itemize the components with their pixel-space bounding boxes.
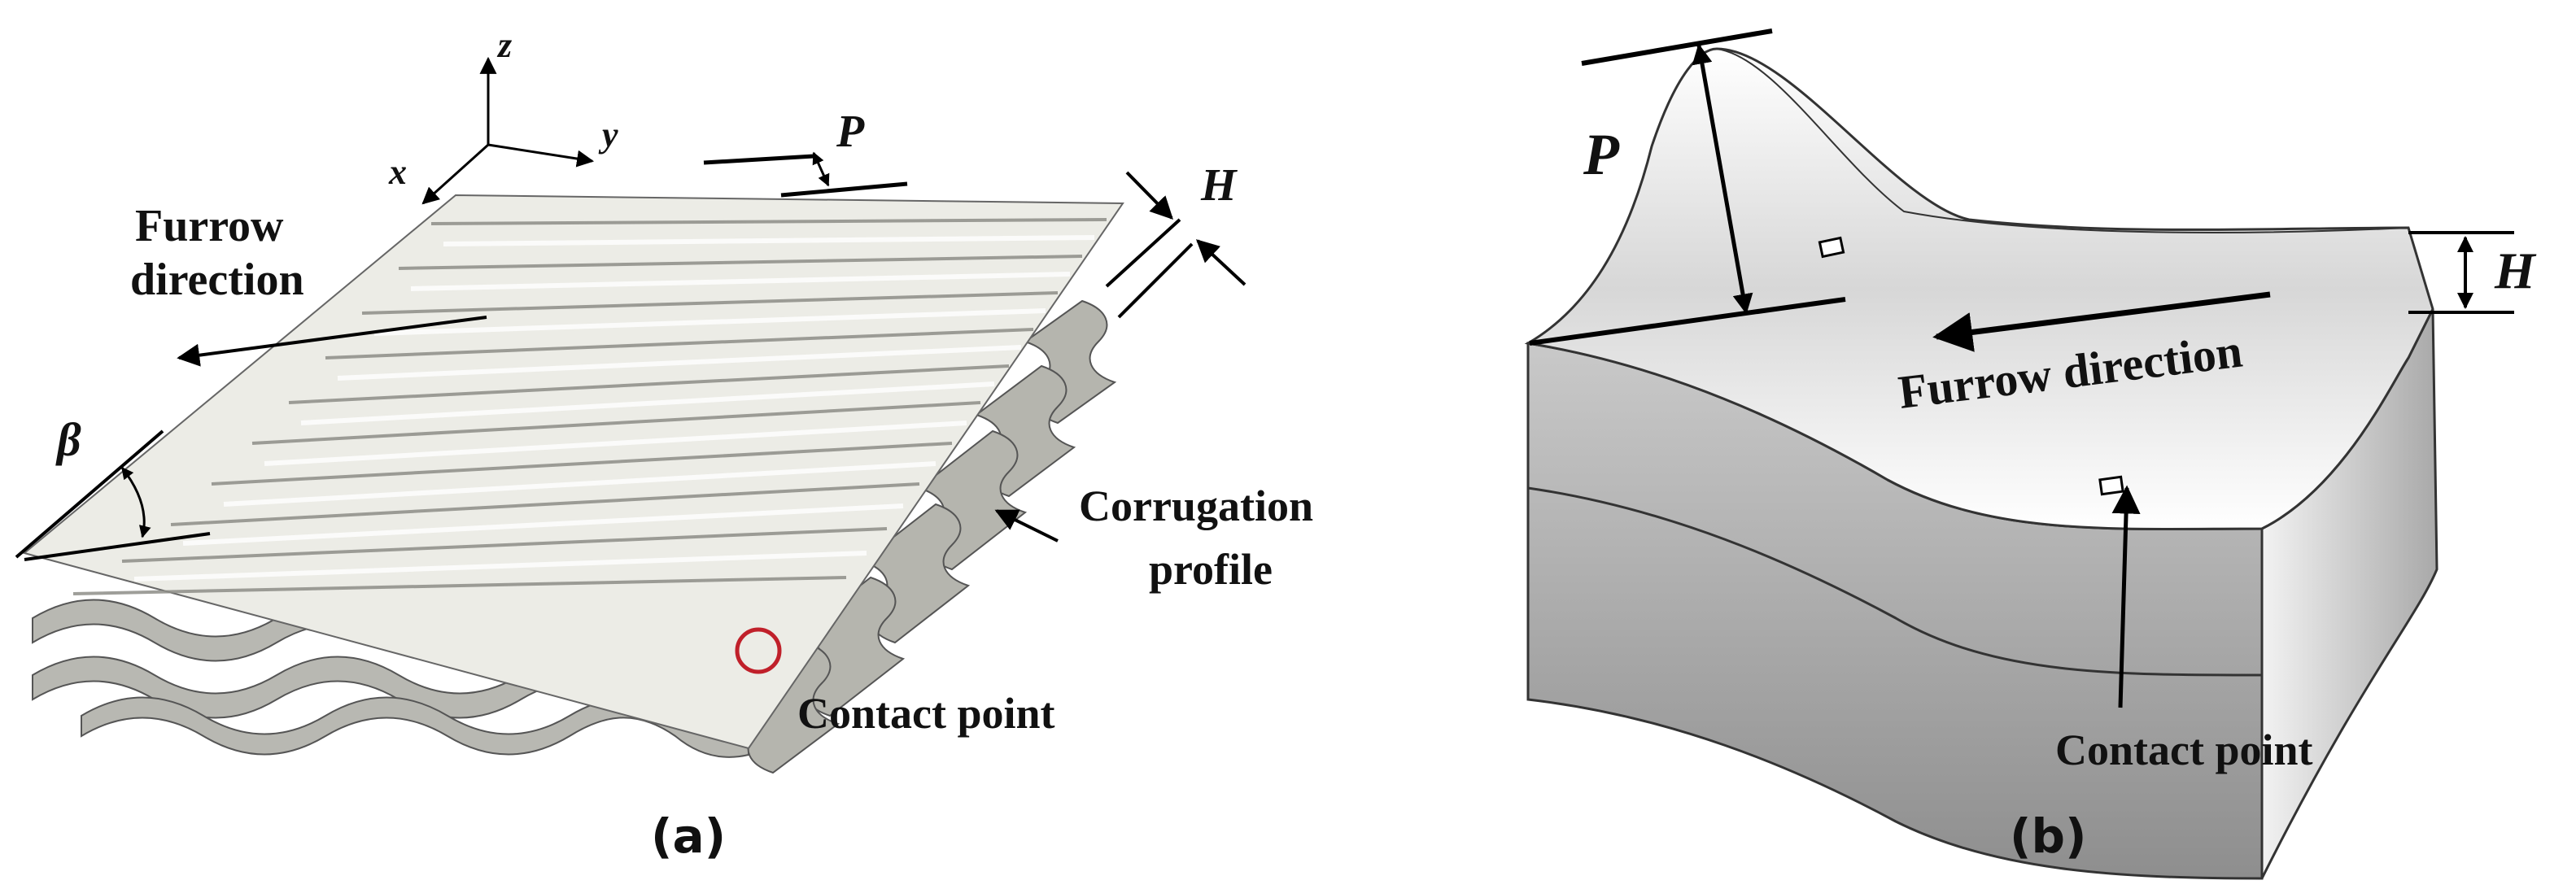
axes-triad — [421, 56, 595, 205]
pitch-label-b: P — [1583, 122, 1620, 187]
axis-z-label: z — [496, 25, 512, 65]
contact-point-leader-b — [2111, 485, 2141, 708]
contact-point-square-top — [1818, 236, 1845, 259]
corrugation-profile-label-line2: profile — [1149, 545, 1273, 594]
height-label-b: H — [2494, 242, 2537, 299]
flow-channel-mid-line — [1527, 486, 2263, 677]
height-label: H — [1200, 160, 1238, 211]
flow-channel-crest-line — [1716, 48, 2409, 233]
pitch-dimension — [703, 151, 908, 198]
caption-b: (b) — [2010, 808, 2087, 864]
furrow-direction-arrow — [177, 316, 487, 367]
height-dimension — [1105, 171, 1247, 319]
axis-y-label: y — [598, 115, 618, 155]
height-dimension-b — [2408, 231, 2514, 314]
corrugation-profile-label-line1: Corrugation — [1079, 482, 1313, 530]
contact-point-square-bottom — [2098, 475, 2124, 496]
beta-angle — [15, 429, 211, 561]
corrugation-profile-arrow — [994, 509, 1059, 543]
furrow-direction-label-line1: Furrow — [135, 201, 284, 251]
beta-label: β — [55, 413, 81, 466]
pitch-label: P — [836, 107, 865, 157]
panel-b: P H Furrow direction Contact point (b) — [1524, 28, 2537, 880]
pitch-dimension-b — [1529, 28, 1846, 346]
contact-point-marker — [735, 627, 782, 674]
caption-a: (a) — [651, 808, 726, 864]
panel-a: z y x P H Furrow direction β Corr — [15, 25, 1313, 864]
flow-channel-top — [1524, 47, 2434, 530]
furrow-direction-label-line2: direction — [130, 255, 304, 305]
contact-point-label-a: Contact point — [797, 689, 1055, 738]
axis-x-label: x — [388, 152, 407, 192]
contact-point-label-b: Contact point — [2055, 726, 2313, 774]
corrugated-sheet — [22, 194, 1124, 750]
furrow-direction-arrow-b — [1932, 291, 2271, 352]
